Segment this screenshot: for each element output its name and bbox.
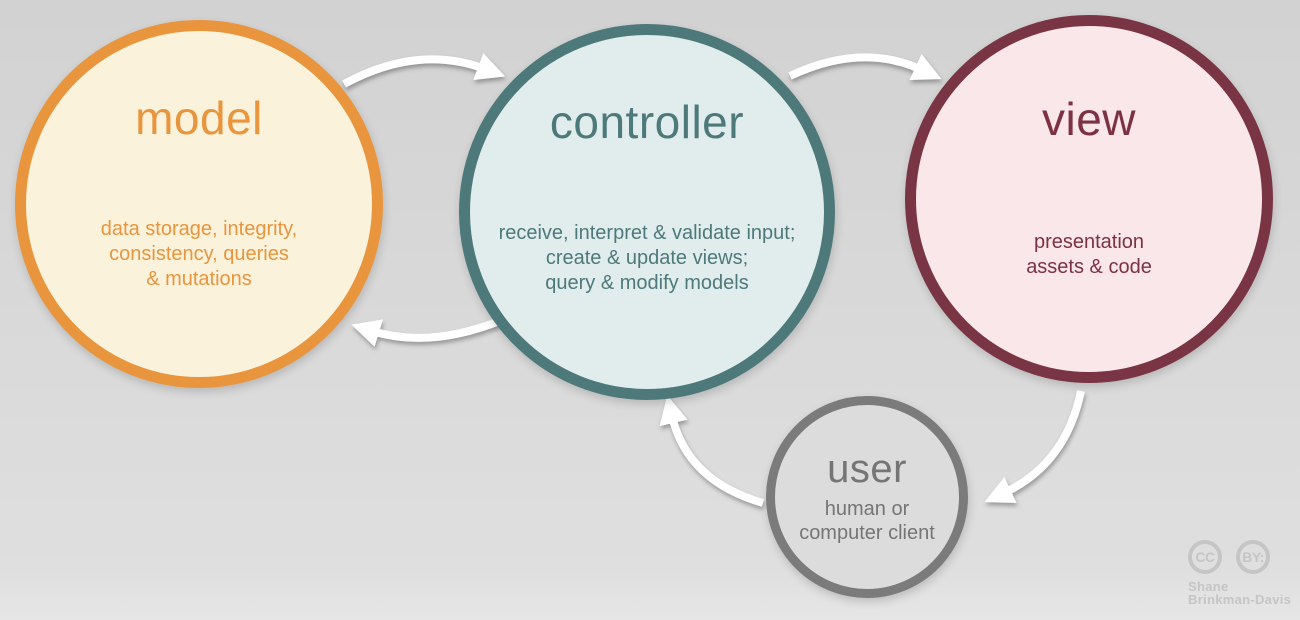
attribution: CC BY: Shane Brinkman-Davis [1188, 540, 1298, 606]
model-node: model data storage, integrity, consisten… [15, 20, 383, 388]
cc-icon-label: CC [1195, 549, 1215, 565]
model-desc-line: data storage, integrity, [100, 218, 298, 240]
user-title: user [827, 447, 907, 491]
controller-node: controller receive, interpret & validate… [459, 24, 835, 400]
arrow-controller-to-view [788, 53, 942, 81]
arrow-controller-to-model [351, 316, 504, 347]
model-title: model [135, 92, 263, 144]
view-title: view [1041, 93, 1137, 145]
cc-license-icons: CC BY: [1188, 540, 1298, 574]
controller-desc-line: create & update views; [545, 247, 749, 269]
cc-icon: CC [1188, 540, 1222, 574]
controller-desc-line: receive, interpret & validate input; [498, 222, 796, 244]
view-desc-line: presentation [1033, 231, 1145, 253]
user-node: user human or computer client [766, 396, 968, 598]
controller-title: controller [549, 96, 745, 148]
model-desc-line: consistency, queries [109, 243, 289, 265]
arrow-model-to-controller [342, 52, 506, 88]
model-desc-line: & mutations [146, 268, 252, 290]
arrow-view-to-user [984, 390, 1085, 503]
view-description: presentation assets & code [916, 230, 1262, 280]
user-desc-line: computer client [799, 522, 935, 544]
arrow-user-to-controller [659, 394, 765, 507]
attribution-name-line: Shane [1188, 579, 1229, 594]
cc-by-icon: BY: [1236, 540, 1270, 574]
controller-description: receive, interpret & validate input; cre… [470, 221, 824, 296]
view-node: view presentation assets & code [905, 15, 1273, 383]
attribution-name-line: Brinkman-Davis [1188, 592, 1292, 607]
model-description: data storage, integrity, consistency, qu… [26, 217, 372, 292]
view-desc-line: assets & code [1026, 256, 1152, 278]
user-desc-line: human or [824, 498, 910, 520]
user-description: human or computer client [775, 497, 959, 545]
controller-desc-line: query & modify models [545, 272, 749, 294]
cc-by-icon-label: BY: [1242, 549, 1264, 565]
